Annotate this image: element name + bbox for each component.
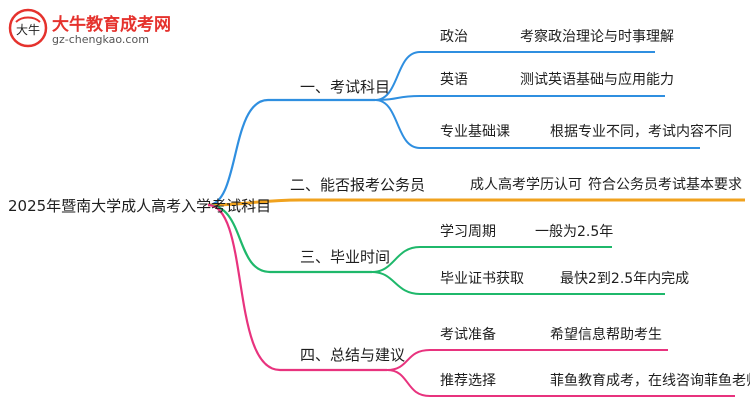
connector-root-branch-2: [207, 198, 745, 207]
node-degree-recognized-detail: 符合公务员考试基本要求: [588, 177, 742, 193]
node-recommendation: 推荐选择: [440, 373, 496, 389]
connector-branch-3-child-1: [371, 246, 612, 273]
node-politics-detail: 考察政治理论与时事理解: [520, 29, 674, 45]
node-diploma-acquisition-detail: 最快2到2.5年内完成: [560, 271, 690, 287]
connector-root-branch-3: [207, 203, 372, 274]
node-politics: 政治: [440, 29, 468, 45]
node-exam-prep-detail: 希望信息帮助考生: [550, 327, 662, 343]
logo-url: gz-chengkao.com: [52, 33, 149, 46]
connector-branch-4-child-1: [386, 349, 668, 371]
site-logo: 大牛 大牛教育成考网 gz-chengkao.com: [8, 8, 218, 52]
connector-branch-1-child-3: [374, 99, 700, 149]
connector-branch-1-child-2: [374, 95, 665, 101]
branch-summary: 四、总结与建议: [300, 346, 406, 364]
svg-text:大牛: 大牛: [16, 22, 40, 37]
branch-civil-service: 二、能否报考公务员: [290, 176, 426, 194]
node-major-basics: 专业基础课: [440, 124, 510, 140]
node-exam-prep: 考试准备: [440, 327, 496, 343]
root-topic: 2025年暨南大学成人高考入学考试科目: [8, 197, 272, 215]
node-study-period-detail: 一般为2.5年: [535, 224, 614, 240]
branch-graduation-time: 三、毕业时间: [300, 248, 391, 266]
connector-branch-3-child-2: [371, 271, 665, 295]
node-recommendation-detail: 菲鱼教育成考，在线咨询菲鱼老师: [550, 373, 750, 389]
connector-root-branch-4: [207, 203, 387, 372]
logo-mark-icon: 大牛: [8, 8, 48, 48]
logo-name: 大牛教育成考网: [52, 15, 171, 35]
node-diploma-acquisition: 毕业证书获取: [440, 271, 524, 287]
node-major-basics-detail: 根据专业不同，考试内容不同: [550, 124, 732, 140]
branch-exam-subjects: 一、考试科目: [300, 78, 391, 96]
node-english: 英语: [440, 72, 468, 88]
connector-branch-1-child-1: [374, 51, 655, 101]
connector-branch-4-child-2: [386, 369, 735, 397]
node-english-detail: 测试英语基础与应用能力: [520, 72, 674, 88]
node-degree-recognized: 成人高考学历认可: [470, 177, 582, 193]
connector-root-branch-1: [207, 98, 375, 207]
node-study-period: 学习周期: [440, 224, 496, 240]
